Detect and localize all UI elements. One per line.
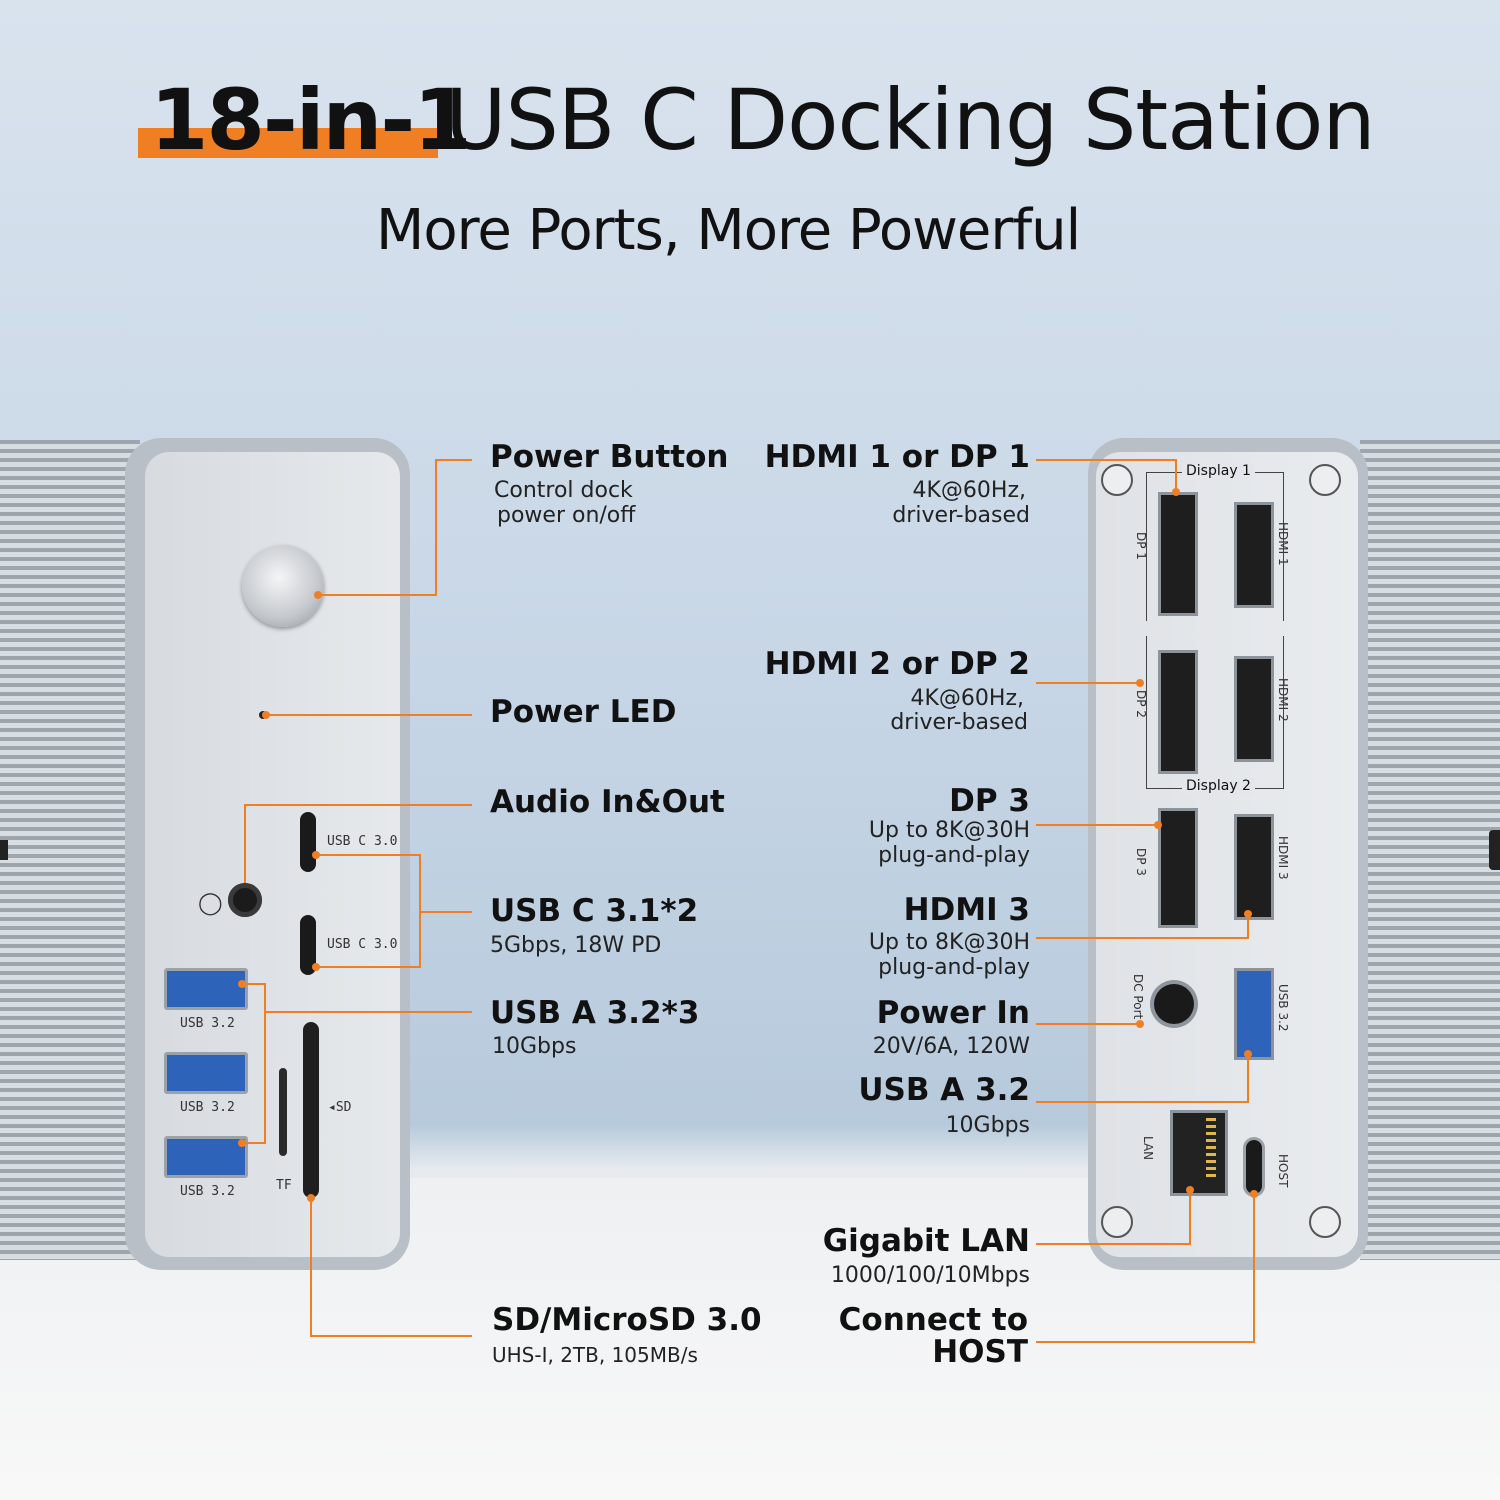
leader-lan: [1036, 1190, 1191, 1245]
leader-sd: [310, 1198, 472, 1337]
lan-port-pins: [1206, 1118, 1216, 1178]
leader-hdmi3: [1036, 914, 1249, 939]
hdmi-port-3[interactable]: [1234, 814, 1274, 920]
screw-icon: [1309, 464, 1341, 496]
callout-usb-c: USB C 3.1*2: [490, 893, 699, 929]
usb-c-label: USB C 3.0: [327, 834, 398, 849]
left-brand-mark: [0, 840, 8, 860]
callout-hdmi2-dp2: HDMI 2 or DP 2: [764, 646, 1030, 682]
callout-hdmi3-desc: Up to 8K@30H: [868, 930, 1030, 955]
callout-hdmi3-desc: plug-and-play: [878, 955, 1030, 980]
callout-connect-host: Connect to: [838, 1302, 1028, 1338]
screw-icon: [1101, 1206, 1133, 1238]
callout-dp3-desc: Up to 8K@30H: [868, 818, 1030, 843]
right-device-side-fins: [1360, 440, 1500, 1260]
dp-port-1[interactable]: [1158, 492, 1198, 616]
hdmi-port-2[interactable]: [1234, 656, 1274, 762]
display-1-label: Display 1: [1182, 463, 1255, 479]
callout-sd: SD/MicroSD 3.0: [492, 1302, 762, 1338]
power-button[interactable]: [242, 545, 324, 627]
sd-slot[interactable]: [303, 1022, 319, 1198]
hdmi-port-1[interactable]: [1234, 502, 1274, 608]
title-highlight-bar: [138, 128, 438, 158]
lan-port[interactable]: [1170, 1110, 1228, 1196]
callout-gigabit-lan-desc: 1000/100/10Mbps: [830, 1263, 1030, 1288]
leader-usb-c: [316, 854, 421, 968]
callout-gigabit-lan: Gigabit LAN: [822, 1223, 1030, 1259]
leader-host: [1036, 1194, 1255, 1343]
callout-hdmi1-dp1-desc: driver-based: [892, 503, 1030, 528]
usb-c-port[interactable]: [300, 915, 316, 975]
tf-slot[interactable]: [279, 1068, 287, 1156]
host-usb-c-port[interactable]: [1246, 1140, 1262, 1194]
dp-port-2[interactable]: [1158, 650, 1198, 774]
callout-hdmi2-dp2-desc: driver-based: [890, 710, 1028, 735]
callout-hdmi1-dp1-desc: 4K@60Hz,: [912, 478, 1026, 503]
display-2-label: Display 2: [1182, 778, 1255, 794]
callout-power-button-desc: power on/off: [497, 503, 636, 528]
callout-audio: Audio In&Out: [490, 784, 725, 820]
usb-a-port[interactable]: [164, 1136, 248, 1178]
sd-label: ◂SD: [328, 1100, 352, 1115]
usb-a-port-rear[interactable]: [1234, 968, 1274, 1060]
left-device-side-fins: [0, 440, 140, 1260]
callout-connect-host-2: HOST: [932, 1334, 1028, 1370]
title-bold: 18-in-1: [150, 71, 472, 169]
right-brand-mark: [1489, 830, 1500, 870]
usb-a-label: USB 3.2: [180, 1016, 235, 1031]
usb-c-port[interactable]: [300, 812, 316, 872]
callout-usb-a-desc: 10Gbps: [492, 1034, 577, 1059]
callout-sd-desc: UHS-I, 2TB, 105MB/s: [492, 1343, 698, 1367]
leader-audio: [244, 804, 472, 883]
callout-usb-a-rear: USB A 3.2: [858, 1072, 1030, 1108]
callout-dp3-desc: plug-and-play: [878, 843, 1030, 868]
dp-port-3[interactable]: [1158, 808, 1198, 928]
headphone-icon: ◯: [198, 891, 223, 916]
usb-a-label: USB 3.2: [180, 1184, 235, 1199]
audio-jack[interactable]: [228, 883, 262, 917]
screw-icon: [1309, 1206, 1341, 1238]
callout-power-in: Power In: [876, 995, 1030, 1031]
callout-usb-a-rear-desc: 10Gbps: [945, 1113, 1030, 1138]
callout-power-in-desc: 20V/6A, 120W: [872, 1034, 1030, 1059]
dc-power-port[interactable]: [1154, 984, 1194, 1024]
callout-dp3: DP 3: [949, 783, 1030, 819]
usb-a-label: USB 3.2: [180, 1100, 235, 1115]
title-main: USB C Docking Station: [445, 71, 1376, 169]
subtitle: More Ports, More Powerful: [376, 198, 1081, 263]
callout-usb-c-desc: 5Gbps, 18W PD: [490, 933, 662, 958]
leader-usb-a-rear: [1036, 1054, 1249, 1103]
screw-icon: [1101, 464, 1133, 496]
callout-power-button-desc: Control dock: [494, 478, 633, 503]
callout-hdmi2-dp2-desc: 4K@60Hz,: [910, 686, 1024, 711]
callout-hdmi1-dp1: HDMI 1 or DP 1: [764, 439, 1030, 475]
usb-c-label: USB C 3.0: [327, 937, 398, 952]
usb-a-port[interactable]: [164, 1052, 248, 1094]
callout-power-button: Power Button: [490, 439, 729, 475]
callout-usb-a: USB A 3.2*3: [490, 995, 700, 1031]
leader-hdmi1-dp1: [1036, 459, 1177, 492]
usb-a-port[interactable]: [164, 968, 248, 1010]
tf-label: TF: [276, 1178, 292, 1193]
leader-power-button: [318, 459, 472, 596]
callout-power-led: Power LED: [490, 694, 677, 730]
leader-usb-a: [242, 983, 266, 1144]
callout-hdmi3: HDMI 3: [903, 892, 1030, 928]
